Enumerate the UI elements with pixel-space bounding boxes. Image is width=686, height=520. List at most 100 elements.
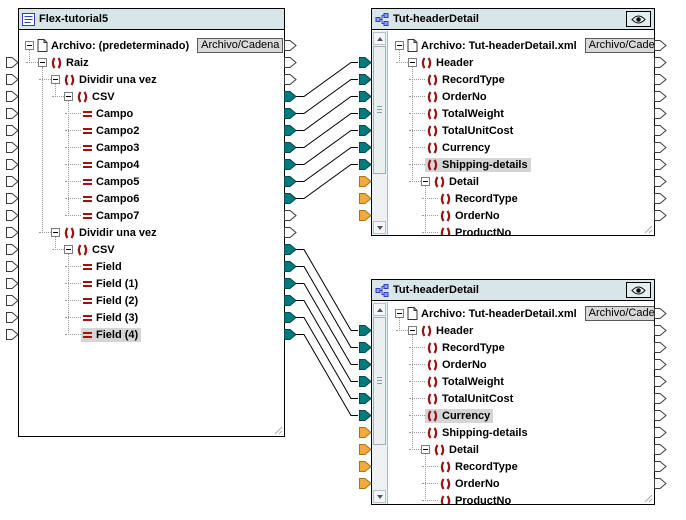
tree-node[interactable]: CSV <box>75 243 118 257</box>
tree-node[interactable]: ProductNo <box>438 494 514 504</box>
component-titlebar[interactable]: Flex-tutorial5 <box>19 9 284 30</box>
tree-node-row[interactable]: Field (1) <box>19 275 284 292</box>
tree-node-row[interactable]: Campo5 <box>19 173 284 190</box>
output-connector[interactable] <box>654 176 667 187</box>
connection-kind-button[interactable]: Archivo/Cadena <box>584 306 654 321</box>
output-connector[interactable] <box>654 57 667 68</box>
input-connector[interactable] <box>6 108 19 119</box>
output-connector[interactable] <box>654 325 667 336</box>
input-connector[interactable] <box>6 91 19 102</box>
tree-node-row[interactable]: Campo4 <box>19 156 284 173</box>
tree-node-row[interactable]: Header <box>389 322 654 339</box>
tree-node-row[interactable]: Campo <box>19 105 284 122</box>
output-connector[interactable] <box>284 329 297 340</box>
tree-node-row[interactable]: Currency <box>389 139 654 156</box>
tree-node-row[interactable]: Currency <box>389 407 654 424</box>
tree-node-row[interactable]: RecordType <box>389 339 654 356</box>
tree-node[interactable]: TotalUnitCost <box>425 392 516 406</box>
eye-button[interactable] <box>626 11 651 27</box>
tree-node[interactable]: OrderNo <box>438 477 503 491</box>
input-connector[interactable] <box>359 393 372 404</box>
tree-node-row[interactable]: ProductNo <box>389 492 654 504</box>
connection-wire[interactable] <box>296 249 358 331</box>
tree-node-label[interactable]: Field (3) <box>96 311 139 324</box>
tree-node[interactable]: Detail <box>432 443 482 457</box>
output-connector[interactable] <box>284 295 297 306</box>
tree-node-label[interactable]: TotalWeight <box>442 375 504 388</box>
tree-node[interactable]: Header <box>419 56 476 70</box>
connection-kind-button[interactable]: Archivo/Cadena <box>584 38 654 53</box>
output-connector[interactable] <box>284 261 297 272</box>
tree-node-row[interactable]: OrderNo <box>389 207 654 224</box>
tree-node-label[interactable]: Campo7 <box>96 209 140 222</box>
collapse-box[interactable] <box>421 177 430 186</box>
connection-kind-button[interactable]: Archivo/Cadena <box>197 38 284 53</box>
input-connector[interactable] <box>359 193 372 204</box>
tree-node[interactable]: TotalWeight <box>425 375 507 389</box>
collapse-box[interactable] <box>64 245 73 254</box>
tree-node-label[interactable]: Dividir una vez <box>79 73 157 86</box>
tree-node[interactable]: Dividir una vez <box>62 73 160 87</box>
tree-node-label[interactable]: Campo2 <box>96 124 140 137</box>
connection-wire[interactable] <box>296 266 358 348</box>
tree-node[interactable]: Archivo: (predeterminado) <box>36 38 192 53</box>
output-connector[interactable] <box>284 176 297 187</box>
tree-node-label[interactable]: Field <box>96 260 122 273</box>
tree-node-label[interactable]: Campo5 <box>96 175 140 188</box>
tree-node-label[interactable]: Shipping-details <box>442 158 528 171</box>
tree-node-label[interactable]: Detail <box>449 175 479 188</box>
input-connector[interactable] <box>6 227 19 238</box>
collapse-box[interactable] <box>408 326 417 335</box>
tree-node-label[interactable]: Raiz <box>66 56 89 69</box>
tree-node-label[interactable]: OrderNo <box>442 90 487 103</box>
output-connector[interactable] <box>284 125 297 136</box>
resize-grip[interactable] <box>644 494 653 503</box>
tree-node-row[interactable]: ProductNo <box>389 224 654 235</box>
output-connector[interactable] <box>284 312 297 323</box>
tree-node-label[interactable]: CSV <box>92 243 115 256</box>
input-connector[interactable] <box>359 57 372 68</box>
output-connector[interactable] <box>654 40 667 51</box>
scroll-down-button[interactable] <box>373 221 386 234</box>
output-connector[interactable] <box>284 40 297 51</box>
tree-node[interactable]: Detail <box>432 175 482 189</box>
tree-node-label[interactable]: CSV <box>92 90 115 103</box>
input-connector[interactable] <box>6 159 19 170</box>
tree-node-row[interactable]: Campo2 <box>19 122 284 139</box>
tree-node-selected[interactable]: Shipping-details <box>425 157 531 172</box>
tree-node-row[interactable]: TotalWeight <box>389 105 654 122</box>
tree-node-row[interactable]: Raiz <box>19 54 284 71</box>
output-connector[interactable] <box>654 427 667 438</box>
eye-button[interactable] <box>626 282 651 298</box>
tree-node-label[interactable]: RecordType <box>442 341 505 354</box>
output-connector[interactable] <box>654 461 667 472</box>
tree-node-label[interactable]: Archivo: Tut-headerDetail.xml <box>421 39 577 52</box>
component-titlebar[interactable]: Tut-headerDetail <box>372 9 654 30</box>
tree-node-label[interactable]: ProductNo <box>455 226 512 236</box>
input-connector[interactable] <box>6 210 19 221</box>
tree-node-label[interactable]: Campo6 <box>96 192 140 205</box>
tree-node-row[interactable]: Shipping-details <box>389 156 654 173</box>
tree-node-row[interactable]: RecordType <box>389 458 654 475</box>
input-connector[interactable] <box>6 193 19 204</box>
input-connector[interactable] <box>6 74 19 85</box>
tree-node-row[interactable]: RecordType <box>389 71 654 88</box>
component-titlebar[interactable]: Tut-headerDetail <box>372 280 654 301</box>
vertical-scrollbar[interactable] <box>372 31 388 235</box>
connection-wire[interactable] <box>296 62 358 97</box>
tree-node-label[interactable]: Currency <box>442 141 491 154</box>
tree-node-row[interactable]: TotalUnitCost <box>389 122 654 139</box>
input-connector[interactable] <box>6 295 19 306</box>
input-connector[interactable] <box>359 125 372 136</box>
tree-node-row[interactable]: Archivo: (predeterminado) Archivo/Cadena <box>19 37 284 54</box>
tree-node-row[interactable]: OrderNo <box>389 475 654 492</box>
tree-node[interactable]: RecordType <box>425 73 508 87</box>
output-connector[interactable] <box>654 142 667 153</box>
tree-node-label[interactable]: Detail <box>449 443 479 456</box>
connection-wire[interactable] <box>296 300 358 382</box>
tree-node[interactable]: Campo6 <box>81 192 142 206</box>
scroll-down-button[interactable] <box>373 490 386 503</box>
output-connector[interactable] <box>654 159 667 170</box>
collapse-box[interactable] <box>395 41 404 50</box>
output-connector[interactable] <box>654 342 667 353</box>
